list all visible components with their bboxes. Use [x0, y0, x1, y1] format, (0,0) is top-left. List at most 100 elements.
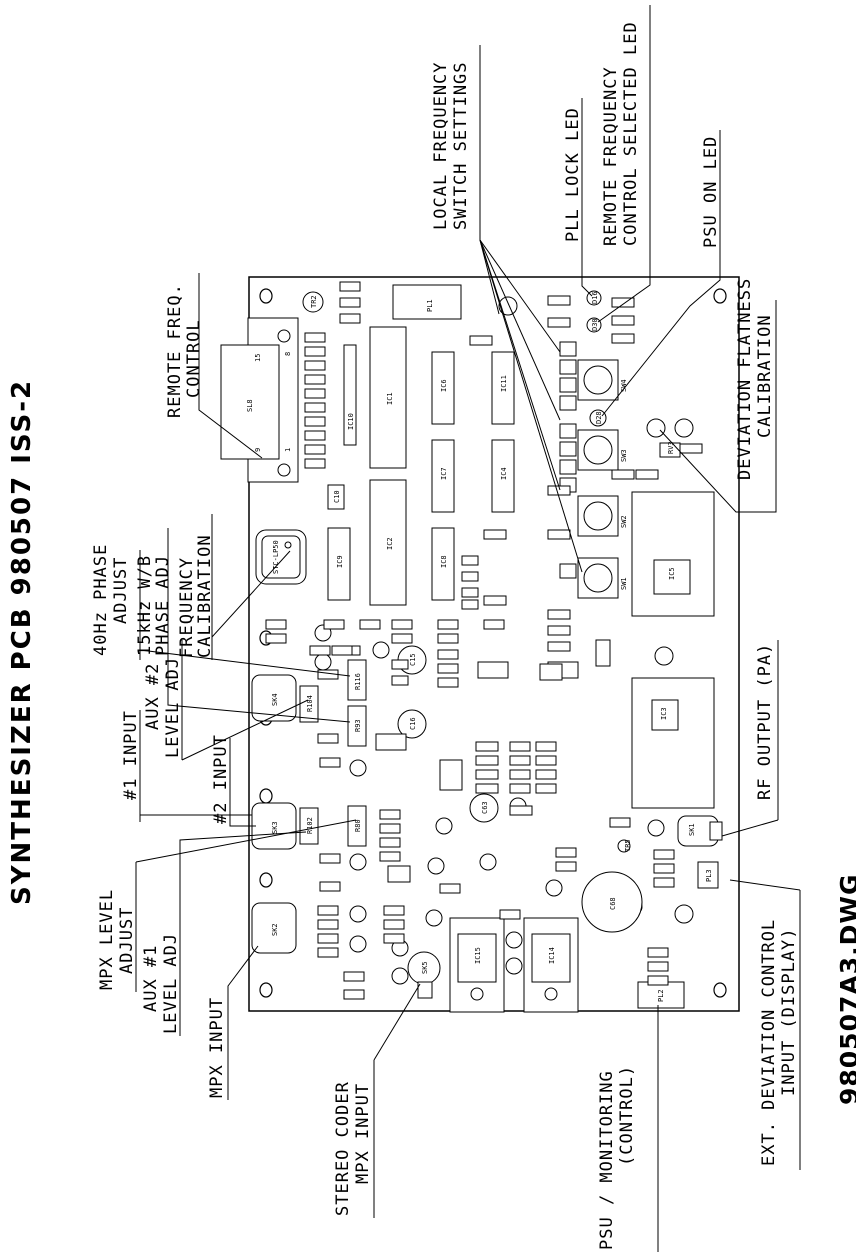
level-pots: R116 R93 R104 R80 R102 — [299, 659, 367, 847]
label-local-freq-2: SWITCH SETTINGS — [451, 61, 471, 230]
regulator-ic14: IC14 — [523, 917, 579, 1013]
rf-module-lower: IC3 — [631, 677, 715, 809]
label-freqcal-1: FREQUENCY — [177, 557, 197, 658]
svg-text:STC-LP50: STC-LP50 — [272, 540, 280, 574]
label-aux2-2: LEVEL ADJ — [163, 657, 183, 758]
label-ext-dev-2: INPUT (DISPLAY) — [779, 927, 799, 1096]
svg-text:SW3: SW3 — [620, 449, 628, 462]
svg-text:R104: R104 — [306, 695, 314, 712]
callout-labels: REMOTE FREQ. CONTROL LOCAL FREQUENCY SWI… — [91, 21, 799, 1250]
ic4: IC4 — [491, 439, 515, 513]
svg-text:C15: C15 — [409, 653, 417, 666]
svg-text:IC14: IC14 — [548, 947, 556, 964]
svg-text:IC5: IC5 — [668, 567, 676, 580]
svg-text:D28: D28 — [595, 411, 603, 424]
ic9: IC9 — [327, 527, 351, 601]
label-mpx-level-1: MPX LEVEL — [97, 889, 117, 990]
rf-module-upper: IC5 — [631, 491, 715, 617]
svg-text:PL3: PL3 — [705, 869, 713, 882]
svg-text:8: 8 — [284, 352, 292, 356]
svg-text:SW4: SW4 — [620, 379, 628, 392]
label-aux1-2: LEVEL ADJ — [161, 933, 181, 1034]
label-stereo-1: STEREO CODER — [333, 1081, 353, 1216]
pl1: PL1 — [392, 284, 462, 320]
svg-text:R80: R80 — [354, 819, 362, 832]
svg-text:15: 15 — [254, 354, 262, 362]
svg-text:IC10: IC10 — [347, 413, 355, 430]
label-mpx-level-2: ADJUST — [117, 907, 137, 974]
label-dev-flat-2: CALIBRATION — [755, 314, 775, 438]
label-input1: #1 INPUT — [121, 710, 141, 800]
tr2-trimmer: TR2 — [302, 291, 324, 313]
svg-text:D30: D30 — [591, 318, 599, 331]
leds: D16 D30 D28 — [498, 290, 607, 427]
svg-text:C16: C16 — [409, 717, 417, 730]
label-15k-1: 15kHz W/B — [135, 555, 155, 656]
ic11: IC11 — [491, 351, 515, 425]
svg-text:IC15: IC15 — [474, 947, 482, 964]
svg-text:IC11: IC11 — [500, 375, 508, 392]
c10: C10 — [327, 484, 345, 510]
label-remote-sel-1: REMOTE FREQUENCY — [601, 66, 621, 246]
label-mpx-input: MPX INPUT — [207, 997, 227, 1098]
label-remote-freq-2: CONTROL — [184, 319, 204, 398]
drawing-reference: 980507A3.DWG — [835, 874, 856, 1105]
sk4-socket: SK4 — [251, 674, 297, 722]
remote-freq-connector: 15 8 9 1 SL8 — [220, 317, 299, 483]
rotary-switch-sw3: SW3 — [577, 429, 628, 471]
svg-text:C63: C63 — [481, 801, 489, 814]
svg-text:IC4: IC4 — [500, 467, 508, 480]
sk5-socket: SK5 — [407, 951, 441, 999]
svg-text:C68: C68 — [609, 897, 617, 910]
label-ext-dev-1: EXT. DEVIATION CONTROL — [759, 919, 779, 1166]
ic6: IC6 — [431, 351, 455, 425]
label-input2: #2 INPUT — [211, 734, 231, 824]
svg-text:IC8: IC8 — [440, 555, 448, 568]
regulator-ic15: IC15 — [449, 917, 505, 1013]
svg-text:1: 1 — [284, 448, 292, 452]
svg-text:R116: R116 — [354, 673, 362, 690]
svg-text:PL1: PL1 — [426, 299, 434, 312]
crystal-oscillator: STC-LP50 — [255, 529, 307, 585]
svg-text:IC9: IC9 — [336, 555, 344, 568]
svg-text:IC2: IC2 — [386, 537, 394, 550]
label-freqcal-2: CALIBRATION — [195, 534, 215, 658]
svg-text:R93: R93 — [354, 719, 362, 732]
label-dev-flat-1: DEVIATION FLATNESS — [735, 278, 755, 480]
svg-text:SK1: SK1 — [688, 823, 696, 836]
svg-text:IC3: IC3 — [660, 707, 668, 720]
label-rf-out: RF OUTPUT (PA) — [755, 643, 775, 800]
label-psu-mon-2: (CONTROL) — [617, 1065, 637, 1166]
label-40hz-1: 40Hz PHASE — [91, 544, 111, 656]
svg-text:IC6: IC6 — [440, 379, 448, 392]
rotary-switch-sw1: SW1 — [577, 557, 628, 599]
svg-text:RV3: RV3 — [667, 441, 675, 454]
callout-underlines — [135, 5, 801, 1252]
label-stereo-2: MPX INPUT — [353, 1083, 373, 1184]
ic1: IC1 — [369, 326, 407, 469]
capacitor-c68: C68 — [581, 871, 643, 933]
svg-text:PL2: PL2 — [657, 989, 665, 1002]
svg-text:SK5: SK5 — [421, 961, 429, 974]
svg-text:TR2: TR2 — [310, 295, 318, 308]
resistor-column — [304, 281, 361, 469]
ic8: IC8 — [431, 527, 455, 601]
label-aux1-1: AUX #1 — [141, 945, 161, 1012]
svg-text:SK4: SK4 — [271, 693, 279, 706]
label-aux2-1: AUX #2 — [143, 663, 163, 730]
switch-bank-blocks — [559, 341, 577, 579]
rotary-switch-sw4: SW4 — [577, 359, 628, 401]
label-40hz-2: ADJUST — [111, 557, 131, 624]
pl3-connector: PL3 — [697, 861, 719, 889]
svg-text:SK2: SK2 — [271, 923, 279, 936]
label-psu-on: PSU ON LED — [701, 136, 721, 248]
label-pll-lock: PLL LOCK LED — [563, 107, 583, 242]
svg-text:C10: C10 — [333, 490, 341, 503]
svg-text:IC1: IC1 — [386, 392, 394, 405]
sk1-rf-output: SK1 — [677, 815, 723, 847]
label-local-freq-1: LOCAL FREQUENCY — [431, 61, 451, 230]
svg-text:R102: R102 — [306, 817, 314, 834]
rotary-switch-sw2: SW2 — [577, 495, 628, 537]
round-components: C15 C16 C63 — [314, 624, 665, 985]
